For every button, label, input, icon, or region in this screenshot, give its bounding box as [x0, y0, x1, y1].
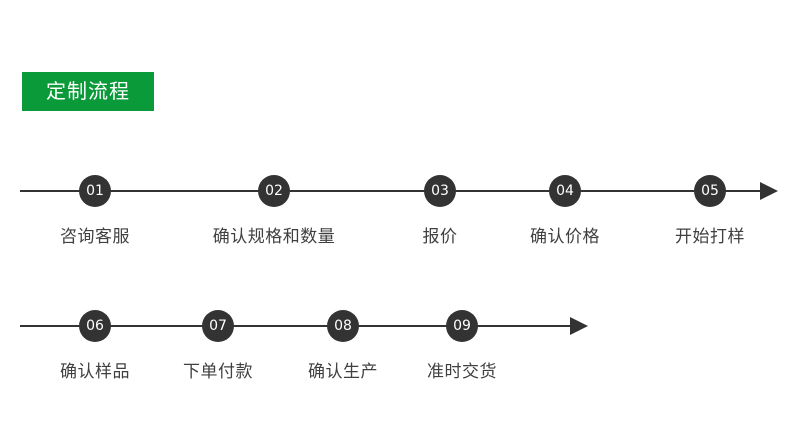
step-number-badge: 08 [327, 310, 359, 342]
step-label: 开始打样 [675, 227, 745, 247]
step-number-badge: 05 [694, 175, 726, 207]
step-number-badge: 01 [79, 175, 111, 207]
arrow-right-icon [760, 182, 778, 200]
timeline-axis-line [20, 190, 770, 192]
step-number-badge: 04 [549, 175, 581, 207]
step-label: 下单付款 [183, 362, 253, 382]
timeline-row-2: 06 确认样品 07 下单付款 08 确认生产 09 准时交货 [0, 295, 790, 400]
arrow-right-icon [570, 317, 588, 335]
step-label: 咨询客服 [60, 227, 130, 247]
step-number-badge: 06 [79, 310, 111, 342]
step-label: 报价 [422, 227, 458, 247]
timeline-row-1: 01 咨询客服 02 确认规格和数量 03 报价 04 确认价格 05 开始打样 [0, 160, 790, 260]
step-label: 确认生产 [308, 362, 378, 382]
step-label: 确认规格和数量 [212, 227, 336, 247]
step-number-badge: 03 [424, 175, 456, 207]
step-label: 确认价格 [530, 227, 600, 247]
step-number-badge: 09 [446, 310, 478, 342]
timeline-axis-line [20, 325, 580, 327]
step-number-badge: 02 [258, 175, 290, 207]
step-label: 确认样品 [60, 362, 130, 382]
section-badge: 定制流程 [22, 72, 154, 111]
step-label: 准时交货 [427, 362, 497, 382]
step-number-badge: 07 [202, 310, 234, 342]
